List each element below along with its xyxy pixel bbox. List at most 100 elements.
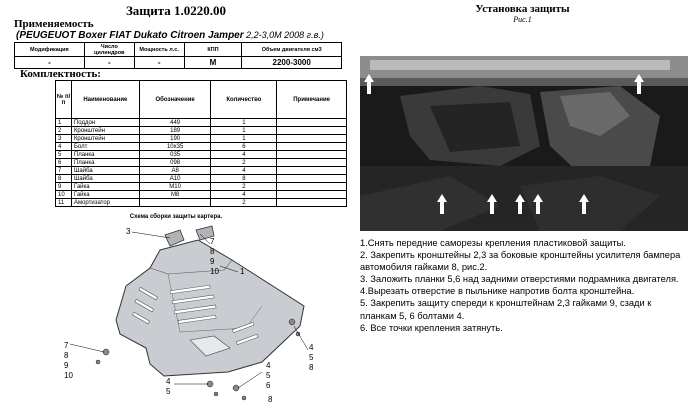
vehicle-engine-year: 2,2-3,0М 2008 г.в.) <box>243 30 324 40</box>
installation-photo <box>360 56 688 231</box>
table-cell: Кронштейн <box>70 134 140 143</box>
col-gearbox: КПП <box>183 42 243 57</box>
step-item: 6. Все точки крепления затянуть. <box>360 322 503 333</box>
arrow-up-icon <box>487 194 497 214</box>
arrow-up-icon <box>515 194 525 214</box>
bracket-right <box>195 225 215 241</box>
table-cell: Поддон <box>70 118 140 127</box>
cell-power: - <box>133 56 185 69</box>
table-cell: М10 <box>138 182 212 191</box>
step-item: 2. Закрепить кронштейны 2,3 за боковые к… <box>360 250 681 273</box>
cell-gearbox: М <box>183 56 243 69</box>
table-cell <box>276 158 347 167</box>
table-cell: 098 <box>138 158 212 167</box>
label-1: 1 <box>240 267 245 276</box>
col-number: № п/п <box>55 80 72 119</box>
table-cell <box>276 190 347 199</box>
col-designation: Обозначение <box>138 80 212 119</box>
installation-steps: 1.Снять передние саморезы крепления плас… <box>360 237 690 334</box>
table-cell: 4 <box>210 190 278 199</box>
applicability-heading: Применяемость <box>14 18 94 30</box>
col-power: Мощность л.с. <box>133 42 185 57</box>
table-cell: 2 <box>210 158 278 167</box>
table-cell: 10х35 <box>138 142 212 151</box>
table-cell: 8 <box>210 174 278 183</box>
step-item: 3. Заложить планки 5,6 над задними отвер… <box>360 274 679 285</box>
label-4a: 4 <box>309 343 314 352</box>
table-cell: 6 <box>55 158 72 167</box>
table-cell: 4 <box>210 166 278 175</box>
document-title: Защита 1.0220.00 <box>125 3 227 18</box>
table-cell: 5 <box>55 150 72 159</box>
col-engine-volume: Объем двигателя см3 <box>241 42 342 57</box>
table-cell <box>276 174 347 183</box>
table-cell: 4 <box>210 150 278 159</box>
col-note: Примечание <box>276 80 347 119</box>
col-name: Наименование <box>70 80 140 119</box>
table-cell: 4 <box>55 142 72 151</box>
arrow-up-icon <box>437 194 447 214</box>
step-item: 4.Вырезать отверстие в пыльнике напротив… <box>360 286 635 297</box>
table-cell: 189 <box>138 126 212 135</box>
arrow-up-icon <box>364 74 374 94</box>
arrow-up-icon <box>579 194 589 214</box>
table-cell: 190 <box>138 134 212 143</box>
table-cell <box>276 198 347 207</box>
table-cell: 8 <box>55 174 72 183</box>
scheme-title: Схема сборки защиты картера. <box>129 214 223 220</box>
label-5a: 5 <box>309 353 314 362</box>
left-column: Защита 1.0220.00 Применяемость (PEUGEUOT… <box>14 3 347 404</box>
label-4b: 4 <box>266 361 271 370</box>
table-cell: Шайба <box>70 174 140 183</box>
table-cell: 3 <box>55 134 72 143</box>
arrow-up-icon <box>533 194 543 214</box>
table-cell <box>276 142 347 151</box>
table-cell: А8 <box>138 166 212 175</box>
cell-cylinders: - <box>83 56 135 69</box>
table-cell: Кронштейн <box>70 126 140 135</box>
kit-table: № п/п Наименование Обозначение Количеств… <box>55 80 347 207</box>
bracket-left <box>164 229 185 247</box>
figure-label: Рис.1 <box>513 15 532 24</box>
table-cell <box>276 134 347 143</box>
table-cell: Планка <box>70 158 140 167</box>
table-cell: М8 <box>138 190 212 199</box>
table-cell: Планка <box>70 150 140 159</box>
table-cell <box>138 198 212 207</box>
table-cell <box>276 126 347 135</box>
label-5b: 5 <box>266 371 271 380</box>
table-cell: 2 <box>210 182 278 191</box>
table-cell: 449 <box>138 118 212 127</box>
assembly-diagram: 3 7 8 9 10 1 7 8 9 10 4 5 8 4 5 6 4 5 8 <box>64 225 314 404</box>
applicability-table: Модификация Число цилиндров Мощность л.с… <box>14 42 342 69</box>
right-column: Установка защиты Рис.1 1.Снять передние … <box>355 0 690 410</box>
table-cell: 10 <box>55 190 72 199</box>
table-cell: Гайка <box>70 190 140 199</box>
table-cell <box>276 182 347 191</box>
label-10a: 10 <box>210 267 219 276</box>
label-8d: 8 <box>268 395 273 404</box>
label-9b: 9 <box>64 361 69 370</box>
label-7b: 7 <box>64 341 69 350</box>
table-cell: Гайка <box>70 182 140 191</box>
table-cell: 2 <box>210 198 278 207</box>
table-cell <box>276 166 347 175</box>
arrow-icons <box>364 74 644 214</box>
step-item: 1.Снять передние саморезы крепления плас… <box>360 238 626 248</box>
table-cell: Шайба <box>70 166 140 175</box>
col-modification: Модификация <box>14 42 85 57</box>
install-title: Установка защиты <box>475 3 570 15</box>
label-6a: 6 <box>266 381 271 390</box>
arrow-up-icon <box>634 74 644 94</box>
label-4c: 4 <box>166 377 171 386</box>
label-7a: 7 <box>210 237 215 246</box>
